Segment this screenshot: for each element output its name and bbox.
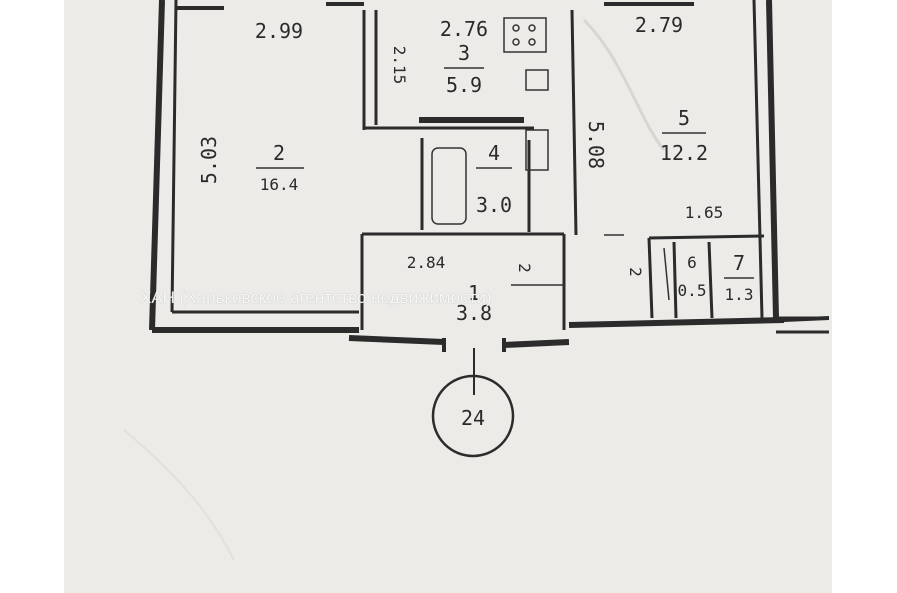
dim-left-side: 5.03	[197, 136, 221, 184]
dim-top-mid: 2.76	[440, 17, 488, 41]
bathtub	[431, 147, 467, 225]
room-2-area: 16.4	[260, 175, 299, 194]
interior-walls	[360, 9, 765, 330]
stove	[503, 17, 547, 53]
room-7-number: 7	[733, 251, 745, 275]
dim-hall-width: 2.84	[407, 253, 446, 272]
room-4-number: 4	[488, 141, 500, 165]
room-6-area: 0.5	[678, 281, 707, 300]
room-4-area: 3.0	[476, 193, 512, 217]
room-7-area: 1.3	[725, 285, 754, 304]
room-5-area: 12.2	[660, 141, 708, 165]
room-3-area: 5.9	[446, 73, 482, 97]
dim-right-side: 5.08	[584, 121, 608, 169]
paper-crease	[582, 18, 666, 151]
entrance-number: 24	[461, 406, 485, 430]
floor-plan-drawing: 24 2.99 2.76 2.79 2.15 5.03 5.08 2.84 1.…	[123, 0, 830, 561]
room-2-number: 2	[273, 141, 285, 165]
dim-hall-small: 2	[515, 263, 534, 273]
dimension-lines	[511, 234, 670, 301]
room-1-number: 1	[468, 281, 480, 305]
dim-closet-small: 2	[626, 267, 645, 277]
kitchen-sink	[525, 69, 549, 91]
room-1-area: 3.8	[456, 301, 492, 325]
entrance-circle-marker	[431, 374, 515, 458]
room-3-number: 3	[458, 41, 470, 65]
floor-plan-scan: 24 2.99 2.76 2.79 2.15 5.03 5.08 2.84 1.…	[64, 0, 832, 593]
paper-crease	[123, 429, 235, 561]
outer-walls	[149, 0, 830, 352]
dim-storage-width: 1.65	[685, 203, 724, 222]
agency-watermark: ХАН (Харьковское агентство недвижимости)	[140, 288, 492, 307]
fixtures	[431, 17, 549, 225]
dim-top-right: 2.79	[635, 13, 683, 37]
dim-top-left: 2.99	[255, 19, 303, 43]
room-6-number: 6	[687, 253, 697, 272]
dim-room3-side: 2.15	[390, 46, 409, 85]
room-5-number: 5	[678, 106, 690, 130]
bath-sink	[525, 129, 549, 171]
